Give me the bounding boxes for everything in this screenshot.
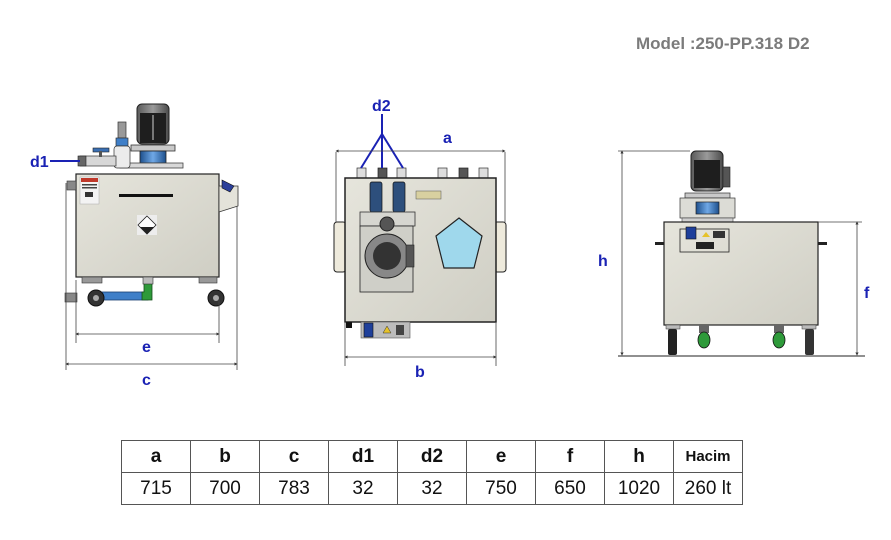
dim-label-e: e (142, 339, 151, 356)
warning-label-icon (79, 176, 100, 205)
side-view: d1 e c (30, 103, 239, 389)
spec-value-h: 1020 (604, 472, 674, 505)
inlet-valve-icon (77, 121, 131, 169)
spec-value-a: 715 (121, 472, 191, 505)
control-panel-icon (679, 226, 730, 253)
filter-housing-icon (369, 181, 406, 213)
front-view: h f (598, 150, 870, 357)
spec-value-b: 700 (190, 472, 260, 505)
spec-header-row: a b c d1 d2 e f h Hacim (121, 440, 743, 473)
top-view: d2 a b (333, 98, 507, 381)
motor-icon (119, 103, 184, 169)
spec-header-h: h (604, 440, 674, 473)
caster-wheel-icon (772, 325, 786, 349)
corrosive-hazard-icon (137, 215, 157, 235)
dim-label-c: c (142, 372, 151, 389)
spec-header-c: c (259, 440, 329, 473)
spec-header-d1: d1 (328, 440, 398, 473)
dim-label-a: a (443, 130, 452, 147)
spec-header-f: f (535, 440, 605, 473)
spec-value-hacim: 260 lt (673, 472, 743, 505)
pump-motor-icon (359, 211, 416, 293)
model-title: Model :250-PP.318 D2 (636, 34, 810, 53)
dim-label-d1: d1 (30, 154, 49, 171)
spec-header-a: a (121, 440, 191, 473)
spec-value-c: 783 (259, 472, 329, 505)
dim-label-b: b (415, 364, 425, 381)
dim-label-f: f (864, 285, 870, 302)
spec-value-d1: 32 (328, 472, 398, 505)
spec-header-b: b (190, 440, 260, 473)
spec-table: a b c d1 d2 e f h Hacim 715 700 783 32 3… (121, 440, 743, 505)
caster-wheel-icon (81, 276, 105, 307)
spec-value-row: 715 700 783 32 32 750 650 1020 260 lt (121, 472, 743, 505)
dim-label-h: h (598, 253, 608, 270)
outlet-fittings (356, 167, 489, 179)
nameplate-icon (415, 190, 442, 200)
spec-header-d2: d2 (397, 440, 467, 473)
technical-drawing: d1 e c (30, 98, 870, 389)
spec-value-d2: 32 (397, 472, 467, 505)
caster-wheel-icon (697, 325, 711, 349)
spec-value-f: 650 (535, 472, 605, 505)
spec-value-e: 750 (466, 472, 536, 505)
dim-label-d2: d2 (372, 98, 391, 115)
spec-header-hacim: Hacim (673, 440, 743, 473)
spec-header-e: e (466, 440, 536, 473)
motor-icon (679, 150, 736, 223)
caster-wheel-icon (198, 276, 225, 307)
level-window-icon (435, 217, 483, 269)
